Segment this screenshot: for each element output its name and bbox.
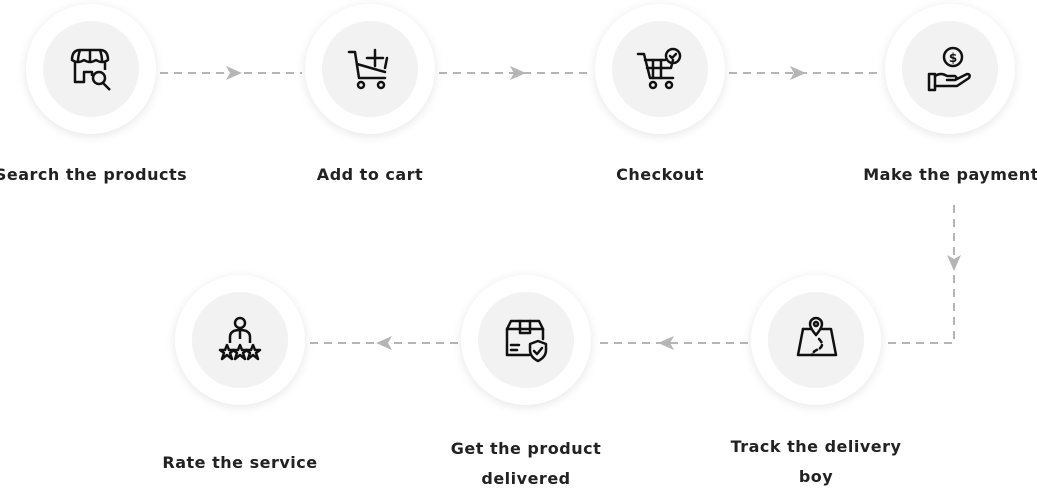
connector-4-5 [884, 205, 955, 344]
shop-search-icon [70, 48, 111, 91]
cart-check-icon [636, 47, 682, 90]
step-label: Track the delivery boy [731, 432, 902, 492]
step-label: Checkout [616, 165, 704, 184]
step-label: Get the product delivered [451, 434, 601, 494]
step-label: Add to cart [316, 165, 424, 184]
arrow-icon [226, 66, 242, 80]
step-product-delivered [461, 275, 591, 405]
step-make-payment: $ [885, 4, 1015, 134]
arrow-icon [790, 66, 806, 80]
hand-dollar-icon: $ [927, 46, 971, 92]
person-stars-icon [218, 316, 262, 361]
box-shield-icon [505, 319, 548, 363]
step-label-line: delivered [481, 469, 571, 488]
step-add-to-cart [305, 4, 435, 134]
step-label-line: Get the product [450, 439, 602, 458]
step-label-line: Track the delivery [730, 437, 902, 456]
step-checkout [595, 4, 725, 134]
arrow-icon [376, 336, 392, 350]
step-label-line: boy [798, 467, 834, 486]
arrow-icon [658, 336, 674, 350]
svg-text:$: $ [949, 51, 957, 65]
step-label: Search the products [0, 165, 188, 184]
cart-add-icon [347, 48, 389, 90]
arrow-icon [947, 255, 961, 271]
map-pin-icon [796, 316, 838, 357]
step-label: Rate the service [162, 453, 318, 472]
step-rate-service [175, 275, 305, 405]
step-track-delivery [751, 275, 881, 405]
step-search-products [26, 4, 156, 134]
step-label: Make the payment [863, 165, 1037, 184]
arrow-icon [510, 66, 526, 80]
